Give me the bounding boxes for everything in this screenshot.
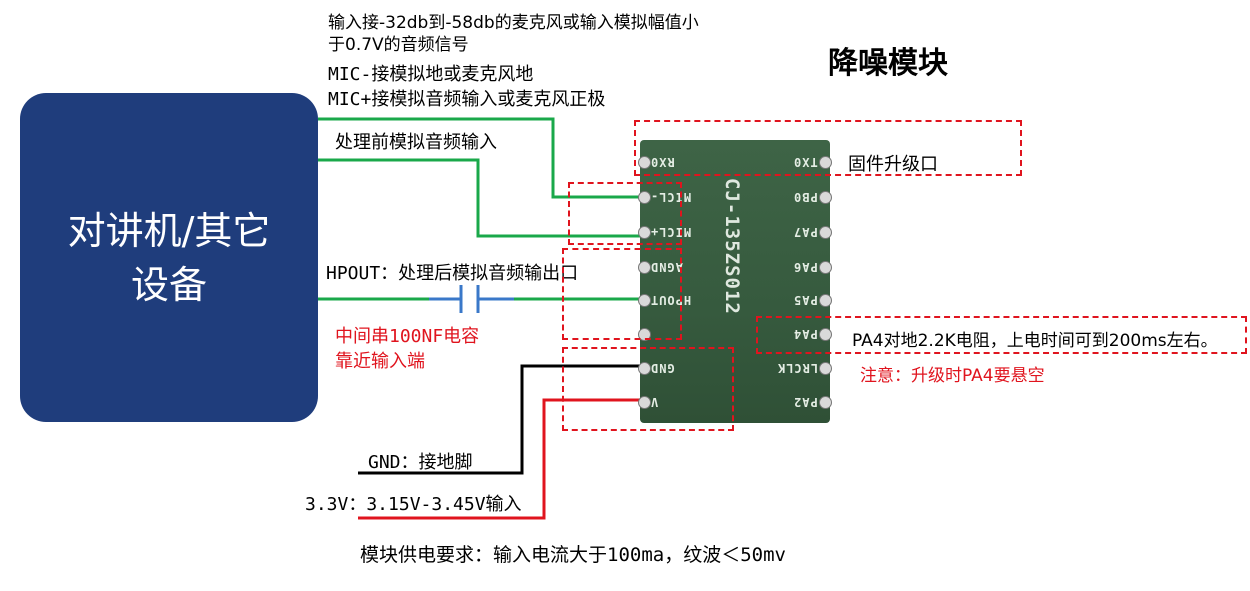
pin-pa7: PA7 <box>793 225 818 239</box>
pad-hole <box>638 396 651 409</box>
mic-minus-wire <box>318 117 645 199</box>
pad-hole <box>638 261 651 274</box>
gnd-wire <box>358 364 645 475</box>
pad-hole <box>638 191 651 204</box>
mic-minus-note: MIC-接模拟地或麦克风地 <box>328 64 534 85</box>
pin-pb0: PB0 <box>793 190 818 204</box>
pad-hole <box>819 362 832 375</box>
pad-hole <box>638 156 651 169</box>
vcc-wire <box>358 398 645 520</box>
pad-hole <box>819 156 832 169</box>
hpout-label: HPOUT：处理后模拟音频输出口 <box>326 263 579 284</box>
pad-hole <box>819 328 832 341</box>
module-title: 降噪模块 <box>828 46 948 81</box>
pa4-warning: 注意：升级时PA4要悬空 <box>860 366 1045 386</box>
device-label-line1: 对讲机/其它 <box>67 208 271 253</box>
pin-pa2: PA2 <box>793 395 818 409</box>
chip-model-label: CJ-135ZS012 <box>721 178 743 315</box>
pad-hole <box>819 294 832 307</box>
mic-plus-note: MIC+接模拟音频输入或麦克风正极 <box>328 89 606 110</box>
vcc-label: 3.3V：3.15V-3.45V输入 <box>305 494 522 515</box>
pa4-note: PA4对地2.2K电阻，上电时间可到200ms左右。 <box>852 331 1218 351</box>
mic-plus-wire <box>318 158 645 238</box>
capacitor-note-line2: 靠近输入端 <box>335 351 425 372</box>
pad-hole <box>819 191 832 204</box>
pad-hole <box>638 294 651 307</box>
pad-hole <box>819 396 832 409</box>
pre-input-label: 处理前模拟音频输入 <box>335 132 497 153</box>
pad-hole <box>638 226 651 239</box>
mic-note-line2: 于0.7V的音频信号 <box>328 35 469 55</box>
capacitor-note-line1: 中间串100NF电容 <box>335 326 480 347</box>
firmware-port-highlight <box>634 120 1022 176</box>
power-pins-highlight <box>562 347 734 431</box>
pin-lrclk: LRCLK <box>776 361 818 375</box>
device-label-line2: 设备 <box>130 262 207 307</box>
pin-pa6: PA6 <box>793 260 818 274</box>
pa4-pin-highlight <box>756 316 1247 354</box>
noise-reduction-chip: RX0 MICL- MICL+ AGND HPOUT GND V TX0 PB0… <box>638 140 832 423</box>
power-requirement-note: 模块供电要求：输入电流大于100ma，纹波＜50mv <box>360 544 786 566</box>
firmware-port-label: 固件升级口 <box>848 154 938 175</box>
walkie-talkie-device: 对讲机/其它 设备 <box>20 93 318 422</box>
gnd-label: GND：接地脚 <box>368 452 473 473</box>
pad-hole <box>819 261 832 274</box>
mic-pins-highlight <box>568 182 682 245</box>
mic-note-line1: 输入接-32db到-58db的麦克风或输入模拟幅值小 <box>328 13 699 33</box>
pin-pa5: PA5 <box>793 293 818 307</box>
pad-hole <box>819 226 832 239</box>
pad-hole <box>638 328 651 341</box>
hpout-pin-highlight <box>562 248 682 340</box>
pad-hole <box>638 362 651 375</box>
